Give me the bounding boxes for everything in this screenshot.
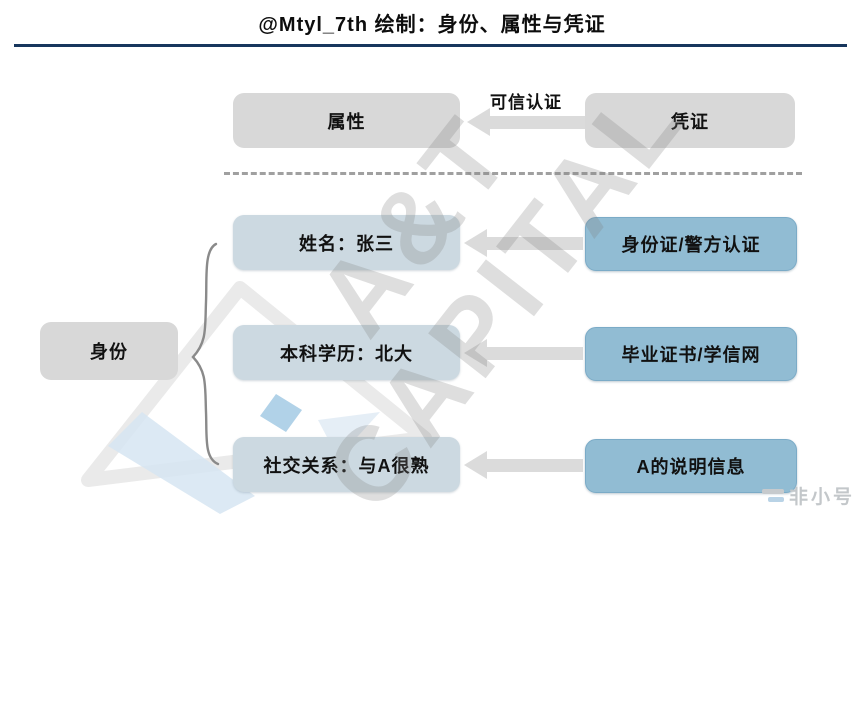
arrow-idcard-to-name [464, 229, 583, 257]
arrow-head-icon [467, 108, 490, 136]
box-idcard-credential: 身份证/警方认证 [585, 217, 797, 271]
trusted-authentication-label: 可信认证 [490, 93, 562, 112]
arrow-diploma-to-degree [464, 339, 583, 367]
box-statement-credential: A的说明信息 [585, 439, 797, 493]
box-credential: 凭证 [585, 93, 795, 148]
arrow-shaft [490, 115, 585, 129]
arrow-statement-to-social [464, 451, 583, 479]
box-degree-attribute: 本科学历：北大 [233, 325, 460, 380]
diagram-canvas: @Mtyl_7th 绘制：身份、属性与凭证 属性 凭证 可信认证 姓名：张三 身… [14, 14, 856, 531]
arrow-shaft [487, 458, 583, 472]
page-title: @Mtyl_7th 绘制：身份、属性与凭证 [258, 14, 606, 36]
arrow-head-icon [464, 229, 487, 257]
box-name-attribute: 姓名：张三 [233, 215, 460, 270]
title-divider [14, 44, 847, 47]
dashed-divider [224, 172, 802, 175]
arrow-shaft [487, 346, 583, 360]
arrow-head-icon [464, 339, 487, 367]
curly-brace-icon [191, 242, 220, 466]
box-social-attribute: 社交关系：与A很熟 [233, 437, 460, 492]
box-diploma-credential: 毕业证书/学信网 [585, 327, 797, 381]
box-identity: 身份 [40, 322, 178, 380]
arrow-head-icon [464, 451, 487, 479]
arrow-credential-to-attribute [467, 108, 585, 136]
box-attribute: 属性 [233, 93, 460, 148]
feixiaohao-watermark-text: 非小号 [789, 487, 856, 508]
arrow-shaft [487, 236, 583, 250]
